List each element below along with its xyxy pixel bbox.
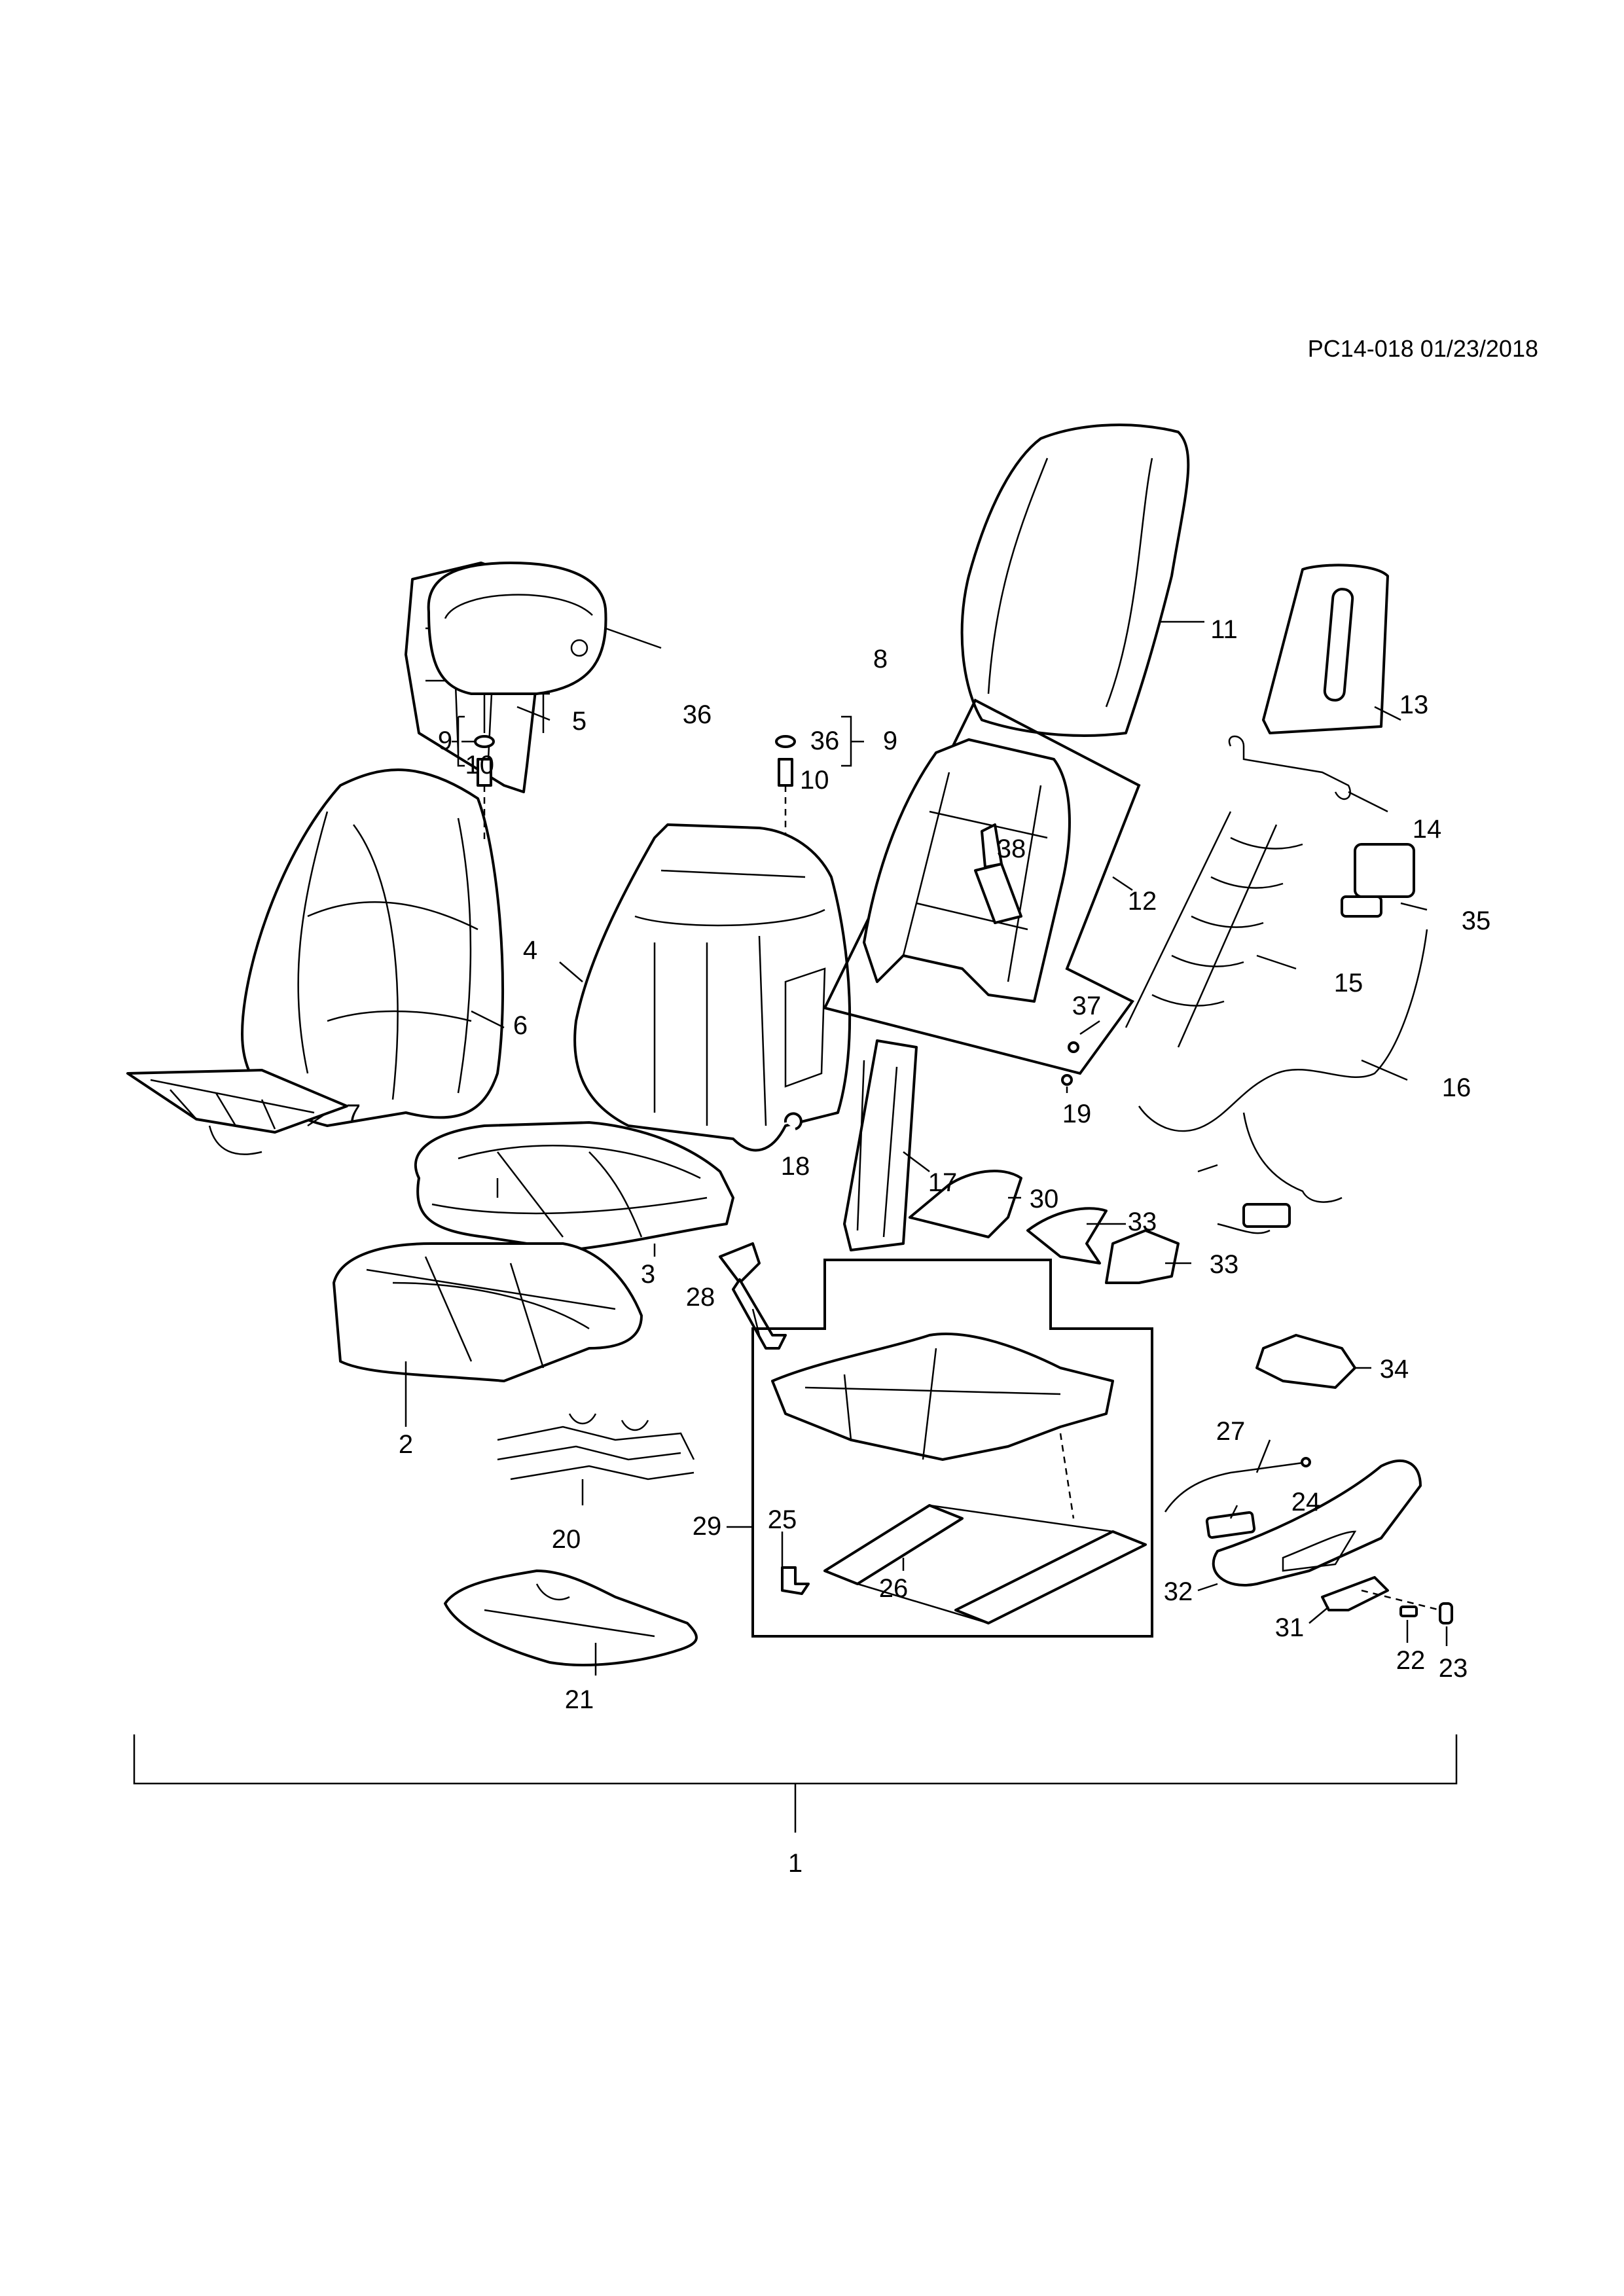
- callout-33-lower: 33: [1210, 1250, 1239, 1279]
- callout-14: 14: [1413, 815, 1442, 844]
- callout-18: 18: [781, 1152, 810, 1181]
- callout-38: 38: [997, 834, 1026, 863]
- part-28-belt-buckle: [719, 1242, 787, 1350]
- callout-35: 35: [1462, 906, 1491, 935]
- part-1-assembly-bracket: [133, 1734, 1458, 1833]
- callout-7: 7: [346, 1100, 361, 1128]
- callout-9-left: 9: [438, 726, 452, 755]
- part-37-fastener: [1068, 1041, 1079, 1053]
- part-16-wire-harness: [1138, 929, 1428, 1234]
- callout-24: 24: [1291, 1488, 1321, 1516]
- part-27-cable: [1164, 1457, 1311, 1513]
- part-8-headrest: [427, 562, 662, 733]
- callout-15: 15: [1334, 969, 1363, 997]
- part-22-knob: [1399, 1605, 1418, 1617]
- callout-4: 4: [523, 936, 537, 965]
- callout-labels: 1 2 3 4 5 6 7 8 9 9 10 10 11 12 13 14 15…: [346, 615, 1490, 1878]
- part-17-side-bolster: [843, 1039, 918, 1251]
- callout-6: 6: [513, 1011, 528, 1040]
- callout-25: 25: [768, 1505, 797, 1534]
- part-26-seat-track: [823, 1504, 1147, 1624]
- callout-20: 20: [552, 1525, 581, 1554]
- part-13-back-board: [1262, 564, 1389, 734]
- part-14-rod: [1228, 735, 1351, 800]
- part-36-10-guides-left: [452, 715, 495, 844]
- part-2-cushion-pad: [333, 1242, 643, 1382]
- callout-1: 1: [788, 1849, 803, 1878]
- callout-16: 16: [1442, 1073, 1471, 1102]
- part-18-ring: [784, 1112, 803, 1130]
- part-38-recliner-motor: [974, 823, 1022, 924]
- callout-8: 8: [873, 645, 888, 673]
- callout-12: 12: [1128, 887, 1157, 916]
- part-21-seat-pan-cover: [444, 1570, 698, 1666]
- callout-34: 34: [1380, 1355, 1409, 1384]
- callout-37: 37: [1072, 992, 1102, 1020]
- callout-23: 23: [1439, 1654, 1468, 1683]
- callout-10-right: 10: [800, 766, 829, 795]
- part-12-seatback-frame-group: [823, 698, 1141, 1075]
- part-7-heater-mat: [126, 1069, 348, 1155]
- callout-22: 22: [1396, 1646, 1426, 1675]
- diagram-reference: PC14-018 01/23/2018: [1308, 335, 1538, 362]
- callout-5: 5: [572, 707, 586, 736]
- part-24-switch: [1205, 1511, 1256, 1539]
- callout-29: 29: [693, 1512, 722, 1541]
- part-31-trim: [1321, 1576, 1441, 1611]
- part-19-fastener: [1061, 1074, 1073, 1086]
- part-33-trim-upper: [1026, 1207, 1108, 1265]
- callout-26: 26: [879, 1574, 909, 1603]
- part-30-trim-cover: [909, 1170, 1022, 1238]
- callout-19: 19: [1062, 1100, 1092, 1128]
- part-36-10-guides-right: [775, 715, 864, 844]
- callout-11: 11: [1210, 615, 1238, 644]
- part-6-seatback-cover: [241, 768, 505, 1127]
- callout-3: 3: [641, 1260, 655, 1289]
- callout-30: 30: [1030, 1185, 1059, 1213]
- callout-31: 31: [1275, 1613, 1305, 1642]
- part-15-back-springs: [1125, 811, 1303, 1048]
- callout-17: 17: [928, 1168, 958, 1197]
- part-32-side-shield: [1212, 1459, 1422, 1587]
- part-20-seat-springs: [497, 1413, 695, 1480]
- callout-2: 2: [399, 1430, 413, 1459]
- callout-21: 21: [565, 1685, 594, 1714]
- part-23-knob: [1439, 1602, 1453, 1624]
- leader-lines: [307, 620, 1448, 1676]
- callout-36-right: 36: [810, 726, 840, 755]
- callout-28: 28: [686, 1283, 715, 1312]
- callout-13: 13: [1399, 691, 1429, 719]
- part-34-switch-unit: [1255, 1334, 1356, 1389]
- part-35-module: [1341, 843, 1415, 918]
- callout-36-left: 36: [683, 700, 712, 729]
- callout-33-upper: 33: [1128, 1208, 1157, 1236]
- callout-32: 32: [1164, 1577, 1193, 1606]
- callout-10-left: 10: [465, 751, 495, 780]
- part-29-seat-adjuster-group: [751, 1259, 1153, 1638]
- callout-27: 27: [1216, 1417, 1246, 1446]
- callout-9-right: 9: [883, 726, 897, 755]
- part-3-cushion-cover: [414, 1121, 734, 1251]
- part-11-back-cushion: [960, 423, 1190, 737]
- part-4-seatback-assembly: [573, 823, 852, 1152]
- part-25-clip: [781, 1566, 810, 1595]
- part-33-bracket-lower: [1105, 1229, 1180, 1284]
